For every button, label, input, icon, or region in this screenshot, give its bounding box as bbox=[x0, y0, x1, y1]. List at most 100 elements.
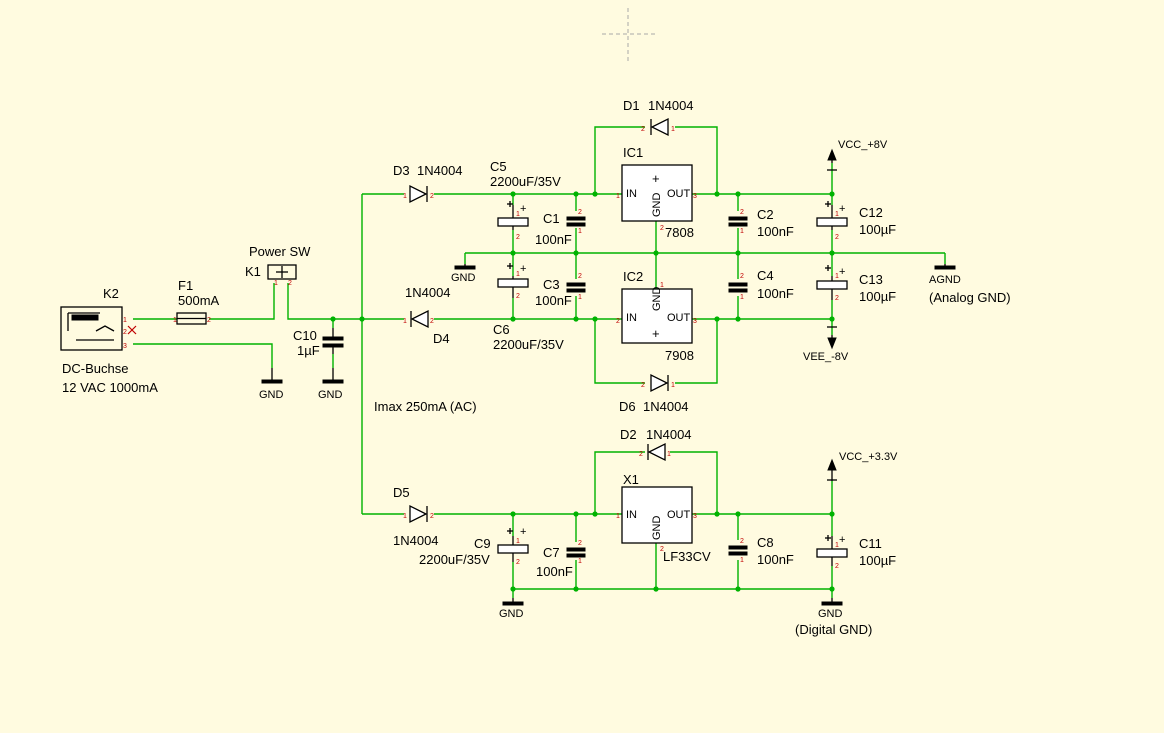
svg-text:2: 2 bbox=[740, 209, 744, 216]
svg-text:+: + bbox=[652, 326, 660, 341]
svg-text:+: + bbox=[520, 526, 526, 538]
svg-text:3: 3 bbox=[693, 513, 697, 520]
svg-text:2: 2 bbox=[288, 280, 292, 287]
d1-diode[interactable]: 2 1 bbox=[641, 117, 675, 137]
d6-diode[interactable]: 2 1 bbox=[641, 373, 675, 393]
svg-text:1: 1 bbox=[274, 280, 278, 287]
c11-electrolytic-capacitor[interactable]: + 1 2 bbox=[816, 534, 848, 570]
vcc-8v-arrow-icon bbox=[827, 148, 837, 171]
svg-text:2: 2 bbox=[207, 317, 211, 324]
svg-text:2: 2 bbox=[639, 451, 643, 458]
svg-text:2: 2 bbox=[835, 234, 839, 241]
c10-ref: C10 bbox=[293, 328, 317, 343]
c12-ref: C12 bbox=[859, 205, 883, 220]
d1-ref: D1 bbox=[623, 98, 640, 113]
svg-text:2: 2 bbox=[660, 225, 664, 232]
x1-regulator[interactable]: 1 3 2 bbox=[616, 486, 697, 553]
c1-capacitor[interactable]: 2 1 bbox=[566, 209, 586, 235]
k2-name: DC-Buchse bbox=[62, 361, 128, 376]
c8-capacitor[interactable]: 2 1 bbox=[728, 538, 748, 564]
d4-value: 1N4004 bbox=[405, 285, 451, 300]
d3-ref: D3 bbox=[393, 163, 410, 178]
gnd-label-digital-left: GND bbox=[499, 608, 524, 620]
c11-ref: C11 bbox=[859, 536, 882, 551]
d4-ref: D4 bbox=[433, 331, 450, 346]
c6-electrolytic-capacitor[interactable]: + 1 2 bbox=[497, 263, 529, 300]
k1-name: Power SW bbox=[249, 244, 311, 259]
k1-power-switch[interactable]: 1 2 bbox=[267, 264, 297, 287]
svg-text:2: 2 bbox=[740, 273, 744, 280]
svg-text:1: 1 bbox=[123, 317, 127, 324]
d5-diode[interactable]: 1 2 bbox=[403, 504, 434, 524]
agnd-note: (Analog GND) bbox=[929, 290, 1011, 305]
ic1-pin-in: IN bbox=[626, 188, 637, 200]
c12-electrolytic-capacitor[interactable]: + 1 2 bbox=[816, 201, 848, 241]
svg-text:2: 2 bbox=[578, 209, 582, 216]
k2-value: 12 VAC 1000mA bbox=[62, 380, 158, 395]
d4-diode[interactable]: 1 2 bbox=[403, 309, 434, 329]
net-vcc-3v3: VCC_+3.3V bbox=[839, 451, 898, 463]
svg-text:+: + bbox=[520, 203, 526, 215]
svg-text:+: + bbox=[839, 266, 845, 278]
svg-text:1: 1 bbox=[835, 273, 839, 280]
gnd-symbol-k2 bbox=[261, 368, 283, 384]
junction-dots bbox=[330, 191, 835, 592]
k2-dc-jack[interactable]: 1 2 3 bbox=[60, 306, 137, 351]
c4-capacitor[interactable]: 2 1 bbox=[728, 273, 748, 301]
origin-crosshair bbox=[602, 8, 656, 62]
gnd-label-analog-left: GND bbox=[451, 272, 476, 284]
svg-text:1: 1 bbox=[403, 318, 407, 325]
f1-ref: F1 bbox=[178, 278, 193, 293]
c13-electrolytic-capacitor[interactable]: + 1 2 bbox=[816, 265, 848, 302]
c5-electrolytic-capacitor[interactable]: + 1 2 bbox=[497, 201, 529, 241]
ic2-pin-out: OUT bbox=[667, 312, 691, 324]
c9-electrolytic-capacitor[interactable]: + 1 2 bbox=[497, 526, 529, 566]
d3-diode[interactable]: 1 2 bbox=[403, 184, 434, 204]
c2-capacitor[interactable]: 2 1 bbox=[728, 209, 748, 235]
svg-text:2: 2 bbox=[616, 318, 620, 325]
c5-value: 2200uF/35V bbox=[490, 174, 561, 189]
c5-ref: C5 bbox=[490, 159, 507, 174]
svg-text:1: 1 bbox=[516, 538, 520, 545]
gnd-label-k2: GND bbox=[259, 389, 284, 401]
c9-ref: C9 bbox=[474, 536, 491, 551]
c13-ref: C13 bbox=[859, 272, 883, 287]
svg-text:2: 2 bbox=[835, 295, 839, 302]
c8-value: 100nF bbox=[757, 552, 794, 567]
gnd-label-c10: GND bbox=[318, 389, 343, 401]
ic2-pin-in: IN bbox=[626, 312, 637, 324]
svg-text:2: 2 bbox=[430, 193, 434, 200]
c10-capacitor[interactable] bbox=[322, 328, 344, 354]
d2-diode[interactable]: 2 1 bbox=[639, 442, 671, 462]
c3-value: 100nF bbox=[535, 293, 572, 308]
d2-value: 1N4004 bbox=[646, 427, 692, 442]
svg-text:1: 1 bbox=[835, 542, 839, 549]
ic2-regulator[interactable]: + 2 3 1 bbox=[616, 282, 697, 344]
x1-pin-out: OUT bbox=[667, 509, 691, 521]
c3-capacitor[interactable]: 2 1 bbox=[566, 273, 586, 301]
c7-capacitor[interactable]: 2 1 bbox=[566, 540, 586, 565]
d3-value: 1N4004 bbox=[417, 163, 463, 178]
svg-text:1: 1 bbox=[578, 228, 582, 235]
svg-text:1: 1 bbox=[516, 271, 520, 278]
svg-text:2: 2 bbox=[740, 538, 744, 545]
c1-value: 100nF bbox=[535, 232, 572, 247]
svg-text:1: 1 bbox=[740, 557, 744, 564]
ic1-regulator[interactable]: + 1 3 2 bbox=[616, 164, 697, 232]
f1-fuse[interactable]: 1 2 bbox=[173, 312, 211, 325]
svg-text:1: 1 bbox=[616, 513, 620, 520]
svg-text:+: + bbox=[839, 534, 845, 546]
svg-text:2: 2 bbox=[516, 559, 520, 566]
x1-pin-gnd: GND bbox=[651, 516, 663, 541]
svg-text:2: 2 bbox=[641, 382, 645, 389]
svg-text:2: 2 bbox=[641, 126, 645, 133]
ic1-ref: IC1 bbox=[623, 145, 643, 160]
d6-ref: D6 bbox=[619, 399, 636, 414]
svg-text:1: 1 bbox=[616, 193, 620, 200]
svg-text:2: 2 bbox=[516, 293, 520, 300]
svg-text:2: 2 bbox=[430, 513, 434, 520]
net-vcc-8v: VCC_+8V bbox=[838, 139, 888, 151]
c11-value: 100µF bbox=[859, 553, 896, 568]
ic1-pin-gnd: GND bbox=[651, 193, 663, 218]
